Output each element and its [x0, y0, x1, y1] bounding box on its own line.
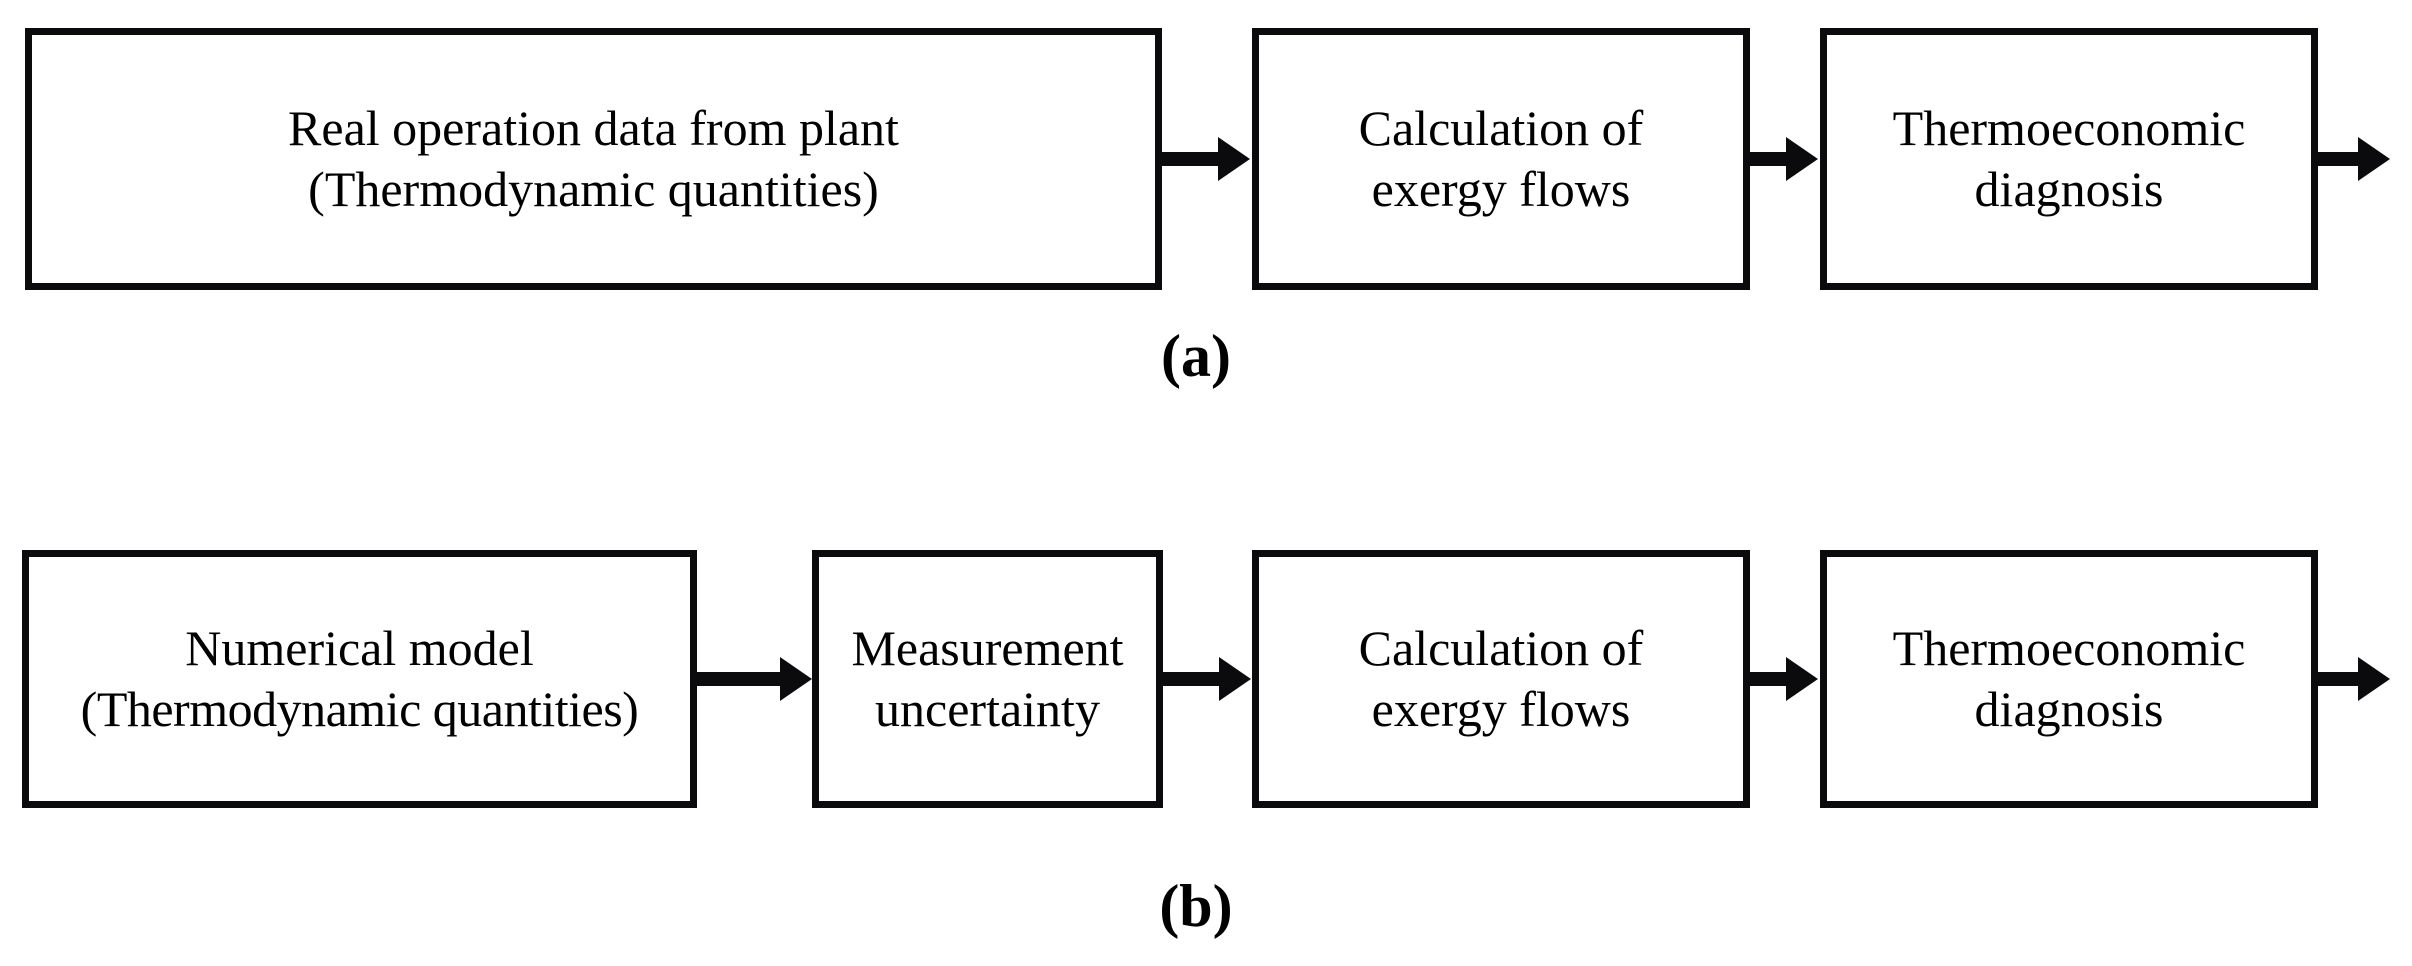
box-label-line: exergy flows	[1371, 681, 1631, 737]
box-label-line: Real operation data from plant	[288, 100, 899, 156]
box-label-line: diagnosis	[1974, 681, 2164, 737]
box-label-line: diagnosis	[1974, 161, 2164, 217]
box-label-line: Calculation of	[1358, 620, 1644, 676]
arrow-right-icon	[697, 672, 782, 686]
box-label-line: Numerical model	[185, 620, 534, 676]
box-label-line: uncertainty	[875, 681, 1100, 737]
panel-caption-b: (b)	[1159, 873, 1233, 939]
arrow-right-icon	[1750, 152, 1788, 166]
arrow-right-icon	[2318, 152, 2360, 166]
flow-box-numerical-model: Numerical model (Thermodynamic quantitie…	[22, 550, 697, 808]
arrow-right-icon	[2318, 672, 2360, 686]
panel-caption-a: (a)	[1161, 323, 1231, 389]
box-label-line: (Thermodynamic quantities)	[80, 681, 639, 737]
arrow-right-icon	[1750, 672, 1788, 686]
flow-box-real-operation-data: Real operation data from plant (Thermody…	[25, 28, 1162, 290]
box-label-line: (Thermodynamic quantities)	[308, 161, 879, 217]
flow-box-measurement-uncertainty: Measurement uncertainty	[812, 550, 1163, 808]
flow-box-thermoeconomic-diagnosis: Thermoeconomic diagnosis	[1820, 28, 2318, 290]
box-label-line: exergy flows	[1371, 161, 1631, 217]
box-label-line: Thermoeconomic	[1892, 620, 2246, 676]
flow-box-calculation-of-exergy-flows: Calculation of exergy flows	[1252, 550, 1750, 808]
flow-box-calculation-of-exergy-flows: Calculation of exergy flows	[1252, 28, 1750, 290]
arrow-right-icon	[1162, 152, 1220, 166]
box-label-line: Thermoeconomic	[1892, 100, 2246, 156]
flow-box-thermoeconomic-diagnosis: Thermoeconomic diagnosis	[1820, 550, 2318, 808]
box-label-line: Calculation of	[1358, 100, 1644, 156]
arrow-right-icon	[1163, 672, 1221, 686]
box-label-line: Measurement	[851, 620, 1124, 676]
